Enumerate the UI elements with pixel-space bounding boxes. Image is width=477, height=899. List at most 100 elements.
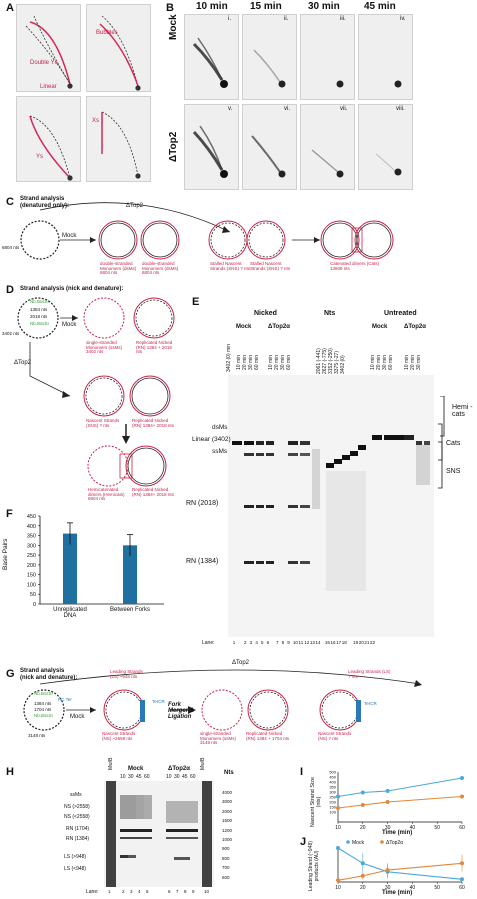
d-diagram [17,297,175,487]
d-size-1: 1384 nts [30,307,48,312]
panel-j-label: J [300,836,307,848]
j-xlabel: Time (min) [382,890,413,896]
b-tile-vi [242,104,297,190]
i-x-tick-label: 10 [335,825,341,830]
c-dsm-2: double-stranded Monomers (dsMs) 6804 nts [142,261,179,276]
j-series-line [337,862,463,881]
d-ssm: single-stranded Monomers (ssMs) 3402 nts [86,340,123,355]
e-mark-rn-2018: RN (2018) [186,500,219,507]
h-mark-ls2: LS (<948) [64,866,87,872]
g-ns2: Nascent Strands (NS) ? nts [318,731,352,741]
h-marker-right: Mw/B [200,757,206,771]
b-num-iv: iv. [400,16,406,22]
i-point [360,790,365,795]
b-num-ii: ii. [284,16,289,22]
g-tercr2: TerCR [364,701,377,706]
h-t3: 45 [136,774,142,780]
g-ls2: Leading Strands (LS) ? nts [348,669,391,679]
i-y-tick-label: 200 [329,800,336,805]
c-cats: Catenated dimers (Cats) 13608 nts [330,261,380,271]
panel-e-label: E [192,296,200,308]
label-linear: Linear [40,84,57,90]
c-title-1: Strand analysis [20,196,65,202]
f-y-tick-label: 400 [27,524,36,530]
j-legend-label: ΔTop2α [386,840,403,846]
j-point [336,878,340,883]
g-delta: ΔTop2 [232,660,250,666]
i-series-line [337,777,463,798]
b-tile-iii [300,14,355,100]
h-nts-mark: 900 [222,846,230,852]
i-point [385,789,390,793]
f-cat-2: Between Forks [109,607,151,613]
h-nts-mark: 2000 [222,808,233,814]
g-size-2: 1704 nts [34,707,52,712]
b-tile-ii [242,14,297,100]
e-mark-hemicats: Hemi -cats [452,404,473,418]
b-num-iii: iii. [340,16,346,22]
h-nts-mark: 700 [222,865,230,871]
e-sub-top-1: ΔTop2α [268,324,290,330]
label-xs: Xs [92,118,100,124]
d-rn2: Replicated Nicked (RN) 1384+ 2018 nts [132,418,174,428]
f-y-tick-label: 250 [27,553,36,559]
e-lane-number: 20 [358,640,364,645]
e-lane-number: 7 [276,640,279,645]
b-spots [192,37,402,178]
d-rn3: Replicated Nicked (RN) 1384+ 2018 nts [132,487,174,497]
j-x-tick-label: 60 [459,885,465,890]
c-sns-1: Stalled Nascent Strands (SNS) ? nts [210,261,251,271]
h-mark-rn1: RN (1704) [66,826,90,832]
h-nts-mark: 3000 [222,799,233,805]
e-lane-number: 9 [287,640,290,645]
d-delta: ΔTop2 [14,360,32,366]
label-double-ys: Double Ys [30,60,58,66]
g-nb2: Nb.BssSI [34,713,53,718]
j-series-line [337,847,463,880]
c-title-2: (denatured only): [20,203,69,209]
i-x-tick-label: 30 [385,825,391,830]
e-lane-number: 11 [298,640,304,645]
j-point [360,861,365,866]
d-ns: Nascent Strands (SNS) ? nts [86,418,120,428]
j-legend-marker [380,840,384,844]
e-mark-dsms: dsMs [212,424,228,431]
e-lane-number: 3 [249,640,253,645]
f-y-tick-label: 50 [30,592,36,598]
j-x-tick-label: 10 [335,885,341,890]
panel-f-label: F [6,508,13,520]
h-bands [106,781,212,887]
c-delta: ΔTop2 [126,203,144,209]
h-lane-number: 7 [176,889,179,894]
d-title: Strand analysis (nick and denature): [20,286,124,292]
e-lane-number: 13 [309,640,315,645]
j-x-tick-label: 20 [360,885,366,890]
i-y-tick-label: 450 [329,775,336,780]
e-lane-number: 18 [341,640,347,645]
h-lane-number: 1 [108,889,111,894]
e-right-brackets [438,396,445,489]
b-num-vii: vii. [340,106,348,112]
e-lane-number: 2 [244,640,247,645]
i-point [460,776,464,780]
g-ter-left: HC Ter [58,697,72,702]
h-lane-number: 2 [122,889,125,894]
e-mark-sns: SNS [446,468,461,475]
h-mark-ls1: LS (>948) [64,854,87,860]
e-time-4: 60 min [254,354,260,370]
h-t7: 45 [182,774,188,780]
f-cat-1: Unreplicated DNA [53,607,87,619]
h-mark-ns1: NS (>2558) [64,804,90,810]
e-lane-title: Lane: [202,640,215,646]
i-y-tick-label: 400 [329,780,336,785]
i-point [385,800,390,804]
d-hemi: Hemicatenated dimers (Hemicats) 6804 nts [88,487,125,502]
g-ssm: single-stranded Monomers (ssMs) 3148 nts [200,731,237,746]
h-lane-number: 4 [138,889,141,894]
i-y-tick-label: 300 [329,790,336,795]
h-nts-mark: 800 [222,855,230,861]
